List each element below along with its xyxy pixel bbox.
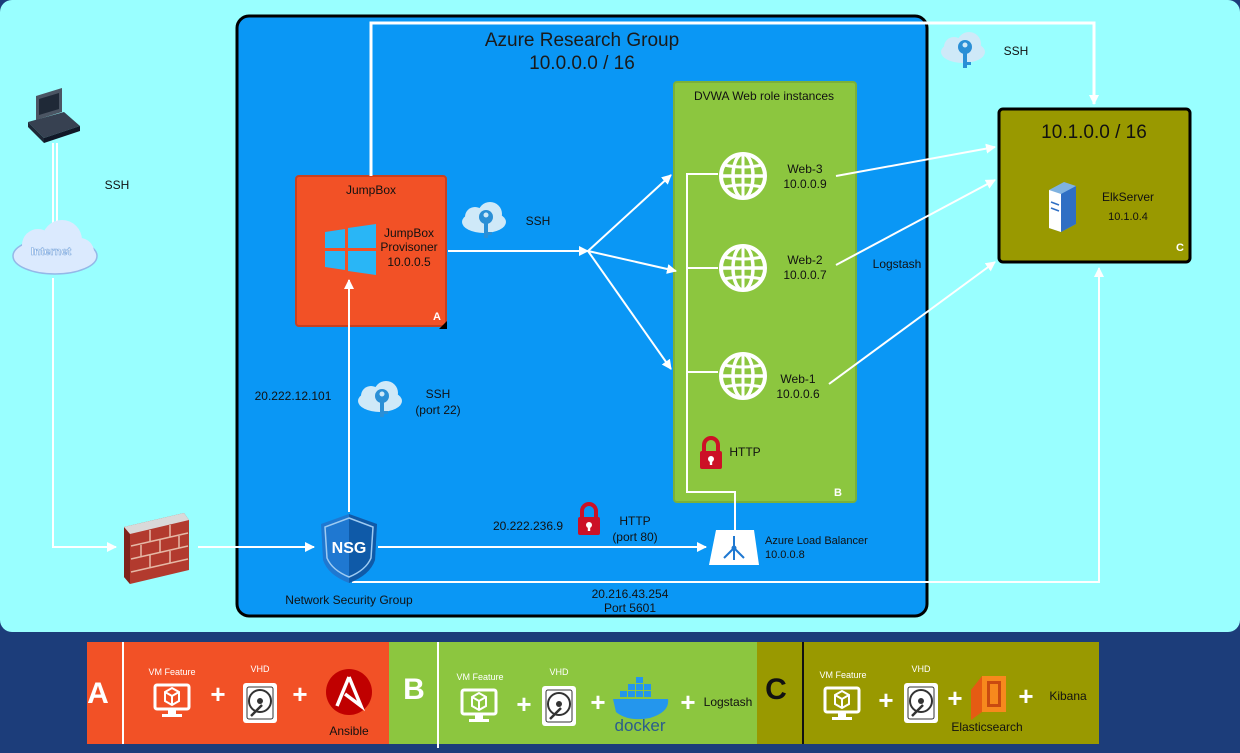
legend-c-extra: Elasticsearch [951,720,1022,734]
ssh-left-label: SSH [105,178,130,192]
dvwa-tag: B [834,487,842,499]
lb-bracket-line [686,173,736,530]
globe-icon [719,152,767,200]
legend-c-vhd-label: VHD [911,664,931,674]
elk-tag: C [1176,242,1184,254]
elk-cidr: 10.1.0.0 / 16 [1041,122,1147,143]
load-balancer-icon[interactable] [709,530,759,565]
legend-c-letter: C [765,673,787,706]
jumpbox-tag: A [433,311,441,323]
jumpbox-ip: 10.0.0.5 [387,255,431,269]
legend-c-vm-label: VM Feature [819,670,866,680]
legend: A VM Feature + VHD + Ansible B VM Featur… [87,642,1099,748]
legend-a-vhd-label: VHD [250,664,270,674]
firewall-icon[interactable] [124,513,189,584]
windows-icon [325,224,376,275]
azure-title: Azure Research Group [485,30,679,51]
web3-name: Web-3 [787,162,822,176]
ssh-port-label-1: SSH [426,387,451,401]
elasticsearch-icon [971,676,1006,720]
ssh-jumpbox-to-elk-line [369,21,1099,176]
computer-icon[interactable] [28,88,80,143]
globe-icon [719,352,767,400]
internet-to-firewall-line [52,278,117,552]
http-inner-label: HTTP [729,445,760,459]
jumpbox-title: JumpBox [346,183,396,197]
kibana-port: Port 5601 [604,601,656,615]
legend-b-vhd-label: VHD [549,667,569,677]
ssh-top-label: SSH [1004,44,1029,58]
kibana-line [352,267,1104,583]
legend-b-extra2: Logstash [704,695,753,709]
ansible-icon [326,669,372,715]
docker-icon [613,677,669,720]
http-port-label-1: HTTP [619,514,650,528]
web1-name: Web-1 [780,372,815,386]
dvwa-title: DVWA Web role instances [694,89,834,103]
legend-b-extra: docker [614,716,665,735]
ssh-to-web2-line [587,250,677,274]
ssh-to-web1-line [587,250,672,370]
jumpbox-corner-marker [439,321,447,329]
nsg-name: Network Security Group [285,593,413,607]
jumpbox-name-1: JumpBox [384,226,434,240]
globe-icon [719,244,767,292]
plus-sign: + [680,687,695,717]
http-port-label-2: (port 80) [612,530,657,544]
vhd-icon [241,681,279,725]
plus-sign: + [210,679,225,709]
nsg-label: NSG [332,540,367,557]
web2-to-elk-line [835,179,996,266]
ssh-to-web3-line [587,174,672,252]
legend-b-vm-label: VM Feature [456,672,503,682]
elk-name: ElkServer [1102,190,1154,204]
vhd-icon [902,681,940,725]
plus-sign: + [292,679,307,709]
lb-public-ip: 20.222.236.9 [493,519,563,533]
legend-a-vm-label: VM Feature [148,667,195,677]
plus-sign: + [590,687,605,717]
legend-a-extra: Ansible [329,724,369,738]
lb-name: Azure Load Balancer [765,535,868,547]
nsg-shield-icon[interactable] [321,514,377,583]
elk-ip: 10.1.0.4 [1108,211,1148,223]
logstash-label: Logstash [873,257,922,271]
web1-to-elk-line [828,261,996,385]
web1-ip: 10.0.0.6 [776,387,820,401]
azure-cidr: 10.0.0.0 / 16 [529,53,635,74]
web3-ip: 10.0.0.9 [783,177,827,191]
lb-ip: 10.0.0.8 [765,549,805,561]
ssh-port-label-2: (port 22) [415,403,460,417]
web3-to-elk-line [835,143,996,177]
ssh-inner-label: SSH [526,214,551,228]
legend-a-letter: A [87,677,109,710]
plus-sign: + [1018,681,1033,711]
web2-ip: 10.0.0.7 [783,268,827,282]
elk-box[interactable] [997,107,1192,264]
plus-sign: + [878,685,893,715]
legend-c-extra2: Kibana [1049,689,1087,703]
cloud-icon [12,220,98,275]
kibana-ip: 20.216.43.254 [592,587,669,601]
dvwa-group [673,81,857,503]
web2-name: Web-2 [787,253,822,267]
plus-sign: + [947,683,962,713]
plus-sign: + [516,689,531,719]
internet-label: Internet [31,246,72,258]
jump-public-ip: 20.222.12.101 [255,389,332,403]
jumpbox-name-2: Provisoner [380,240,437,254]
server-icon [1049,182,1076,232]
legend-b-letter: B [403,673,425,706]
vhd-icon [540,684,578,728]
